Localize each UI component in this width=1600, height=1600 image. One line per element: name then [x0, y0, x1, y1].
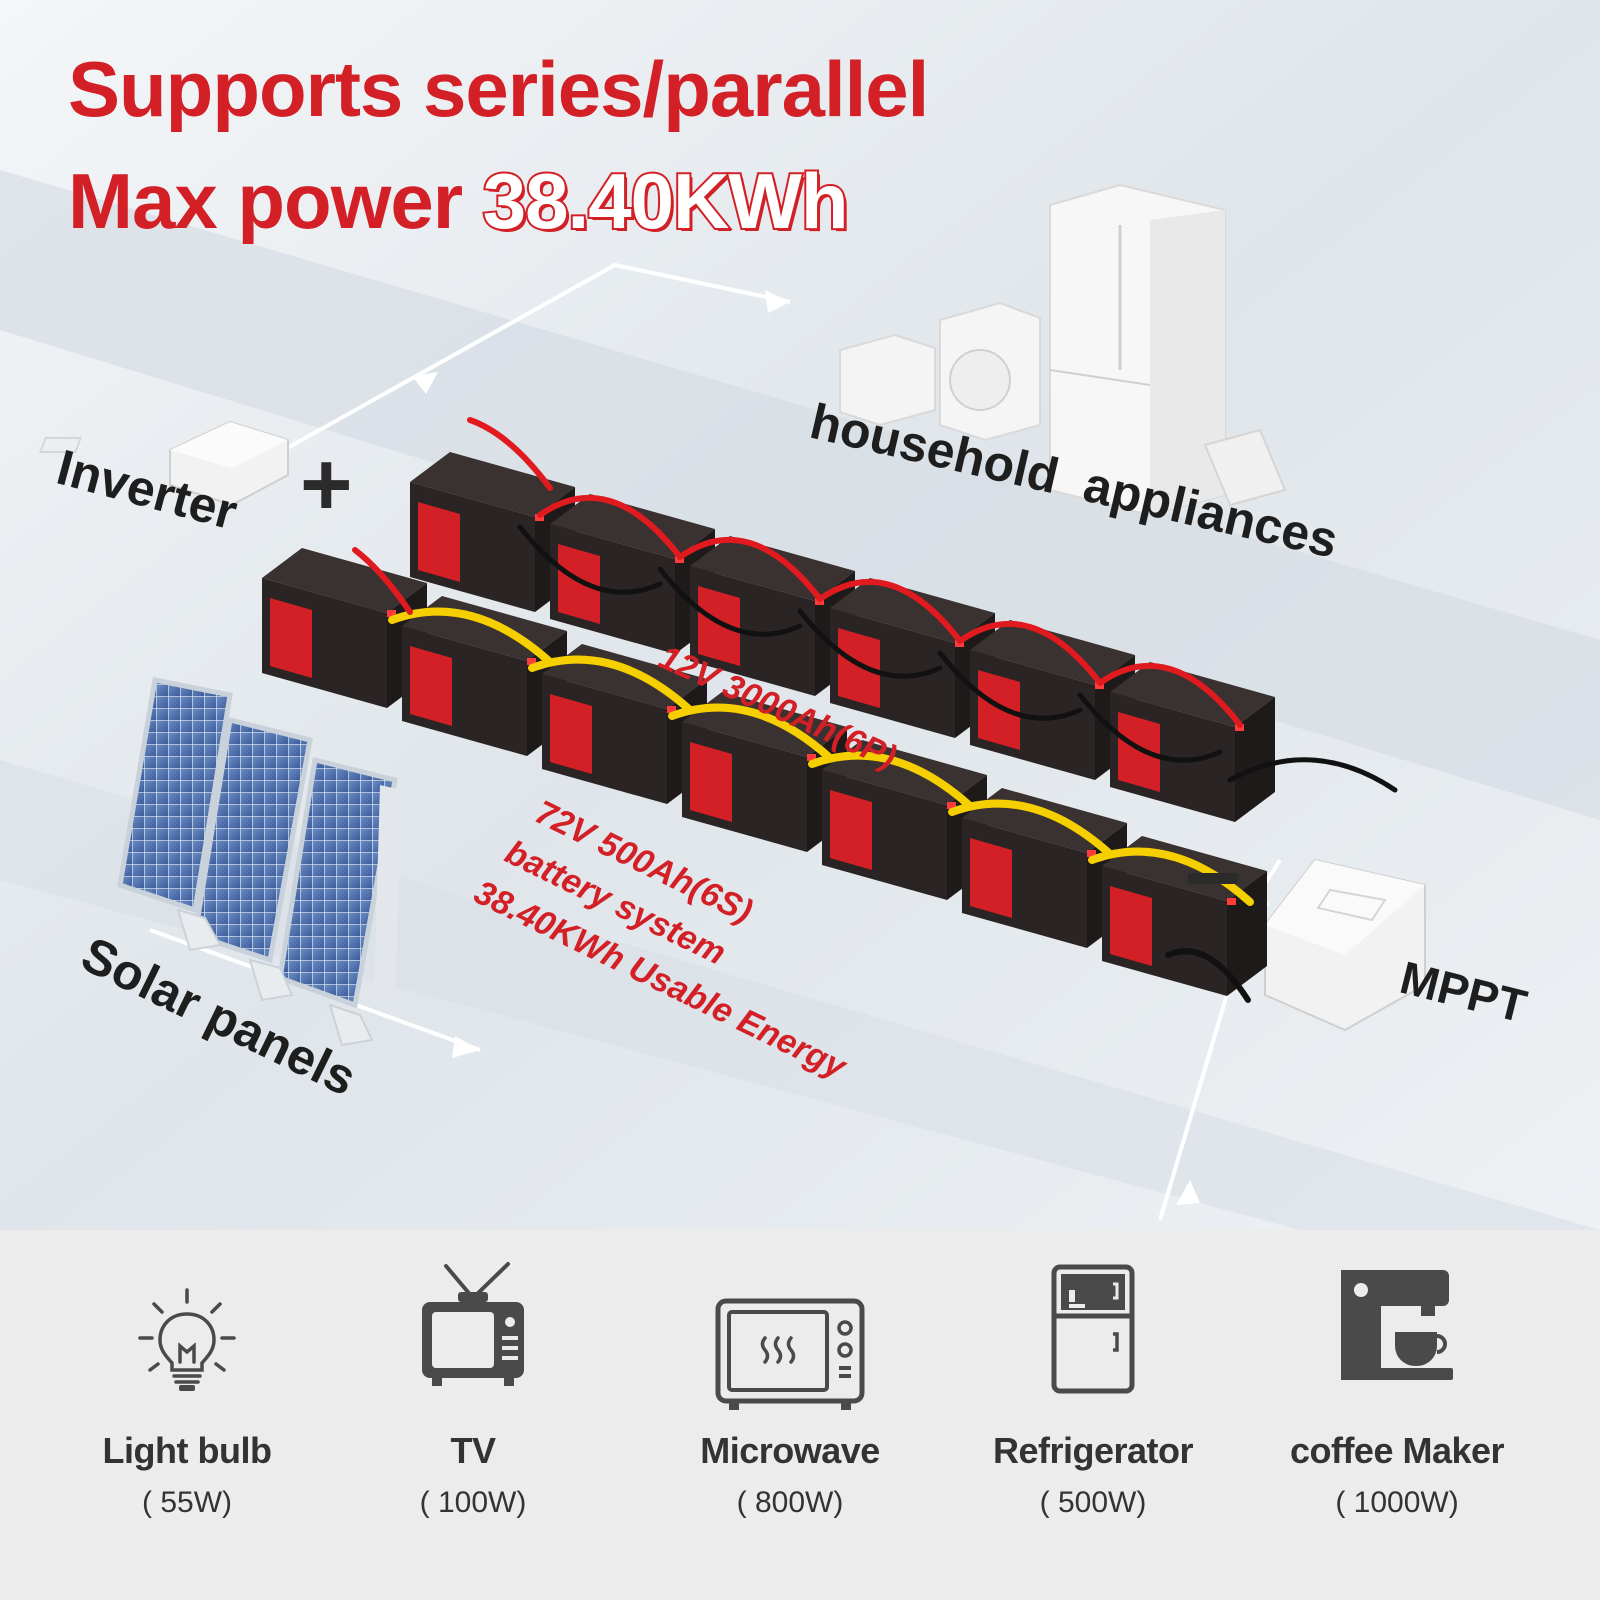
- appliance-name: Light bulb: [102, 1430, 272, 1471]
- cable: [808, 751, 974, 810]
- battery-strings: [262, 417, 1398, 1003]
- household-appliances-illustration: [839, 183, 1287, 517]
- arrow-icon: [452, 1036, 480, 1058]
- floor-band: [0, 170, 1600, 820]
- scene-graphics: +: [0, 0, 1600, 1230]
- cable: [517, 524, 663, 595]
- appliance-watts: ( 100W): [419, 1486, 527, 1519]
- inverter-illustration: [39, 420, 289, 507]
- cable: [1077, 692, 1223, 763]
- appliance-watts: ( 800W): [736, 1486, 844, 1519]
- max-power-label: Max power: [68, 157, 463, 245]
- cable: [948, 799, 1114, 858]
- cable: [1227, 757, 1398, 793]
- appliance-power-bar: Light bulb ( 55W) TV ( 100W): [0, 1230, 1600, 1600]
- tv-icon: [422, 1262, 524, 1386]
- arrow-icon: [1176, 1180, 1200, 1205]
- cable: [797, 608, 943, 679]
- cable: [1088, 847, 1254, 906]
- cable: [957, 620, 1103, 686]
- light-bulb-icon: [138, 1288, 236, 1391]
- cable: [817, 578, 963, 644]
- appliance-name: Refrigerator: [992, 1430, 1194, 1471]
- cable: [937, 650, 1083, 721]
- appliance-watts: ( 55W): [142, 1486, 232, 1519]
- arrow-icon: [765, 290, 790, 313]
- max-power-value: 38.40KWh: [481, 155, 851, 247]
- cable: [352, 547, 413, 615]
- solar-panels-illustration: [117, 677, 402, 1047]
- minus-sign: [1188, 873, 1238, 884]
- cable: [657, 566, 803, 637]
- appliance-watts: ( 1000W): [1335, 1486, 1459, 1519]
- appliance-name: Microwave: [700, 1430, 880, 1471]
- arrow-icon: [412, 372, 438, 394]
- coffee-maker-icon: [1341, 1270, 1453, 1380]
- cable: [528, 655, 694, 714]
- headline-line2: Max power 38.40KWh: [68, 155, 851, 247]
- mppt-illustration: [1264, 858, 1426, 1032]
- microwave-icon: [715, 1298, 865, 1410]
- appliance-watts: ( 500W): [1039, 1486, 1147, 1519]
- cable: [467, 417, 553, 491]
- cable: [1165, 948, 1251, 1003]
- cable: [537, 494, 683, 560]
- appliance-name: TV: [450, 1430, 496, 1471]
- plus-sign: +: [300, 435, 353, 535]
- floor-band: [0, 760, 1600, 1230]
- appliance-name: coffee Maker: [1289, 1430, 1505, 1471]
- cable: [1097, 662, 1243, 728]
- battery: [1110, 662, 1275, 822]
- cable: [677, 536, 823, 602]
- diagram-scene: + Supports series/parallel Max power 38.…: [0, 0, 1600, 1230]
- headline-line1: Supports series/parallel: [68, 44, 929, 135]
- cable: [668, 703, 834, 762]
- headline-text: Supports series/parallel: [68, 45, 929, 133]
- refrigerator-icon: [1051, 1264, 1135, 1394]
